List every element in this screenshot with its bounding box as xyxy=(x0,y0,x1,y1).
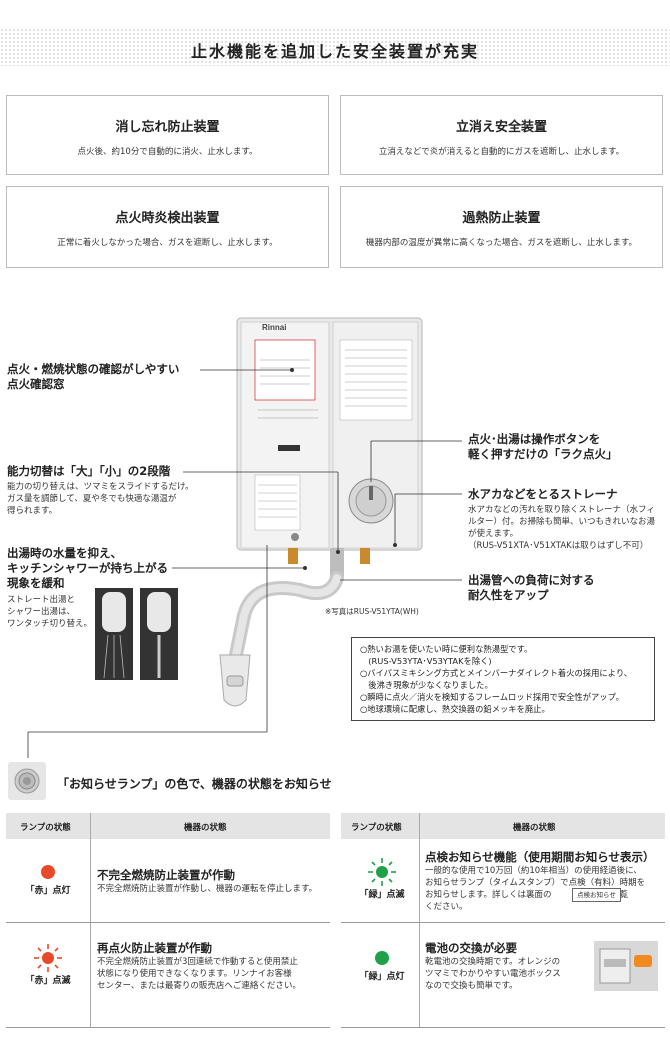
annotation-desc: シャワー出湯は、 xyxy=(7,607,76,617)
annotation-title: 軽く押すだけの「ラク点火」 xyxy=(468,447,618,461)
annotation-desc: 水アカなどの汚れを取り除くストレーナ（水フィ xyxy=(468,505,655,515)
table-divider xyxy=(90,813,91,1028)
battery-box-photo xyxy=(594,941,658,991)
device-state-desc: 一般的な使用で10万回（約10年相当）の使用経過後に、 お知らせランプ（タイムス… xyxy=(425,865,645,913)
note-item: 後沸き現象が少なくなりました。 xyxy=(360,680,493,690)
lamp-state-label: 「赤」点灯 xyxy=(25,886,71,896)
table-header: ランプの状態 機器の状態 xyxy=(6,813,330,839)
annotation-desc: ワンタッチ切り替え。 xyxy=(7,619,93,629)
desc-line: お知らせランプ（タイムスタンプ）で点検（有料）時期を xyxy=(425,878,646,888)
annotation-desc: 得られます。 xyxy=(7,506,58,516)
feature-notes-box: ○熱いお湯を使いたい時に便利な熱湯型です。 (RUS-V53YTA･V53YTA… xyxy=(351,637,655,721)
inspection-notice-label: 点検お知らせ xyxy=(572,888,621,902)
feature-desc: 正常に着火しなかった場合、ガスを遮断し、止水します。 xyxy=(57,238,278,248)
device-state-title: 点検お知らせ機能（使用期間お知らせ表示） xyxy=(425,850,655,864)
annotation-title: 点火･出湯は操作ボタンを xyxy=(468,432,601,446)
desc-line: なので交換も簡単です。 xyxy=(425,981,518,991)
lamp-section-title: 「お知らせランプ」の色で、機器の状態をお知らせ xyxy=(57,777,332,791)
device-state-desc: 乾電池の交換時期です。オレンジの ツマミでわかりやすい電池ボックス なので交換も… xyxy=(425,956,561,992)
table-header: ランプの状態 機器の状態 xyxy=(341,813,665,839)
table-divider xyxy=(419,813,420,1028)
annotation-strainer-desc: 水アカなどの汚れを取り除くストレーナ（水フィ ルター）付。お掃除も簡単、いつもき… xyxy=(468,504,655,552)
annotation-power-switch: 能力切替は「大」「小」の2段階 xyxy=(7,464,171,478)
annotation-title: 点火確認窓 xyxy=(7,377,65,391)
feature-desc: 立消えなどで炎が消えると自動的にガスを遮断し、止水します。 xyxy=(378,147,625,157)
red-lamp-icon xyxy=(41,865,55,879)
desc-line: ください。 xyxy=(425,902,468,912)
feature-title: 立消え安全装置 xyxy=(455,120,547,135)
feature-title: 点火時炎検出装置 xyxy=(115,211,220,226)
annotation-ignition-window: 点火・燃焼状態の確認がしやすい 点火確認窓 xyxy=(7,362,179,392)
lamp-state-label: 「赤」点滅 xyxy=(25,976,71,986)
desc-line-with-label: お知らせします。詳しくは裏面の をご覧 点検お知らせ xyxy=(425,888,645,902)
desc-line: センター、または最寄りの販売店へご連絡ください。 xyxy=(97,981,301,991)
notification-lamp-icon xyxy=(14,768,40,794)
desc-line: ツマミでわかりやすい電池ボックス xyxy=(425,969,561,979)
table-row-divider xyxy=(341,922,665,923)
desc-line: 不完全燃焼防止装置が3回連続で作動すると使用禁止 xyxy=(97,957,298,967)
feature-title: 過熱防止装置 xyxy=(462,211,541,226)
annotation-power-switch-desc: 能力の切り替えは、ツマミをスライドするだけ。 ガス量を調節して、夏や冬でも快適な… xyxy=(7,481,194,517)
notification-lamp-photo xyxy=(8,762,46,800)
desc-line: 不完全燃焼防止装置が作動し、機器の運転を停止します。 xyxy=(97,884,318,894)
table-row-divider xyxy=(6,1027,330,1028)
annotation-desc: ストレート出湯と xyxy=(7,595,76,605)
device-state-desc: 不完全燃焼防止装置が作動し、機器の運転を停止します。 xyxy=(97,883,317,895)
note-item: ○バイパスミキシング方式とメインバーナダイレクト着火の採用により、 xyxy=(360,668,633,678)
device-state-desc: 不完全燃焼防止装置が3回連続で作動すると使用禁止 状態になり使用できなくなります… xyxy=(97,956,301,992)
desc-line: 一般的な使用で10万回（約10年相当）の使用経過後に、 xyxy=(425,866,642,876)
feature-box: 過熱防止装置 機器内部の温度が異常に高くなった場合、ガスを遮断し、止水します。 xyxy=(340,186,663,268)
annotation-title: 耐久性をアップ xyxy=(468,588,549,602)
feature-desc: 点火後、約10分で自動的に消火、止水します。 xyxy=(77,147,258,157)
banner-title: 止水機能を追加した安全装置が充実 xyxy=(190,42,479,61)
device-state-title: 電池の交換が必要 xyxy=(425,941,517,955)
note-item: (RUS-V53YTA･V53YTAKを除く) xyxy=(360,656,492,666)
desc-line: お知らせします。詳しくは裏面の をご覧 xyxy=(425,890,628,900)
table-row-divider xyxy=(6,922,330,923)
water-heater-illustration xyxy=(27,317,462,758)
header-device-state: 機器の状態 xyxy=(513,823,556,833)
feature-box: 消し忘れ防止装置 点火後、約10分で自動的に消火、止水します。 xyxy=(6,95,329,175)
annotation-desc: が使えます。 xyxy=(468,529,519,539)
annotation-shower: 出湯時の水量を抑え、 キッチンシャワーが持ち上がる 現象を緩和 xyxy=(7,546,168,591)
header-lamp-state: ランプの状態 xyxy=(351,823,402,833)
note-item: ○瞬時に点火／消火を検知するフレームロッド採用で安全性がアップ。 xyxy=(360,692,624,702)
annotation-easy-ignition: 点火･出湯は操作ボタンを 軽く押すだけの「ラク点火」 xyxy=(468,432,618,462)
header-device-state: 機器の状態 xyxy=(184,823,227,833)
green-lamp-icon xyxy=(375,951,389,965)
photo-caption: ※写真はRUS-V51YTA(WH) xyxy=(325,607,419,616)
annotation-title: 出湯管への負荷に対する xyxy=(468,573,595,587)
annotation-strainer: 水アカなどをとるストレーナ xyxy=(468,487,618,501)
annotation-desc: （RUS-V51XTA･V51XTAKは取りはずし不可） xyxy=(468,541,649,551)
annotation-durability: 出湯管への負荷に対する 耐久性をアップ xyxy=(468,573,595,603)
green-blink-lamp-icon xyxy=(368,858,396,886)
feature-title: 消し忘れ防止装置 xyxy=(115,120,220,135)
annotation-desc: ガス量を調節して、夏や冬でも快適な湯温が xyxy=(7,494,177,504)
feature-box: 点火時炎検出装置 正常に着火しなかった場合、ガスを遮断し、止水します。 xyxy=(6,186,329,268)
banner-background xyxy=(0,28,670,66)
annotation-title: 点火・燃焼状態の確認がしやすい xyxy=(7,362,180,376)
header-lamp-state: ランプの状態 xyxy=(20,823,71,833)
red-blink-lamp-icon xyxy=(34,944,62,972)
feature-box: 立消え安全装置 立消えなどで炎が消えると自動的にガスを遮断し、止水します。 xyxy=(340,95,663,175)
lamp-state-label: 「緑」点滅 xyxy=(359,890,405,900)
lamp-state-label: 「緑」点灯 xyxy=(359,972,405,982)
annotation-shower-desc: ストレート出湯と シャワー出湯は、 ワンタッチ切り替え。 xyxy=(7,594,92,630)
brand-logo: Rinnai xyxy=(262,323,287,332)
desc-line: 状態になり使用できなくなります。リンナイお客様 xyxy=(97,969,292,979)
feature-desc: 機器内部の温度が異常に高くなった場合、ガスを遮断し、止水します。 xyxy=(365,238,638,248)
annotation-title: 現象を緩和 xyxy=(7,576,65,590)
annotation-desc: 能力の切り替えは、ツマミをスライドするだけ。 xyxy=(7,482,194,492)
desc-line: 乾電池の交換時期です。オレンジの xyxy=(425,957,561,967)
note-item: ○地球環境に配慮し、熱交換器の鉛メッキを廃止。 xyxy=(360,704,550,714)
device-state-title: 再点火防止装置が作動 xyxy=(97,941,212,955)
note-item: ○熱いお湯を使いたい時に便利な熱湯型です。 xyxy=(360,644,533,654)
device-state-title: 不完全燃焼防止装置が作動 xyxy=(97,868,235,882)
annotation-desc: ルター）付。お掃除も簡単、いつもきれいなお湯 xyxy=(468,517,656,527)
annotation-title: キッチンシャワーが持ち上がる xyxy=(7,561,168,575)
table-row-divider xyxy=(341,1027,665,1028)
annotation-title: 出湯時の水量を抑え、 xyxy=(7,546,122,560)
